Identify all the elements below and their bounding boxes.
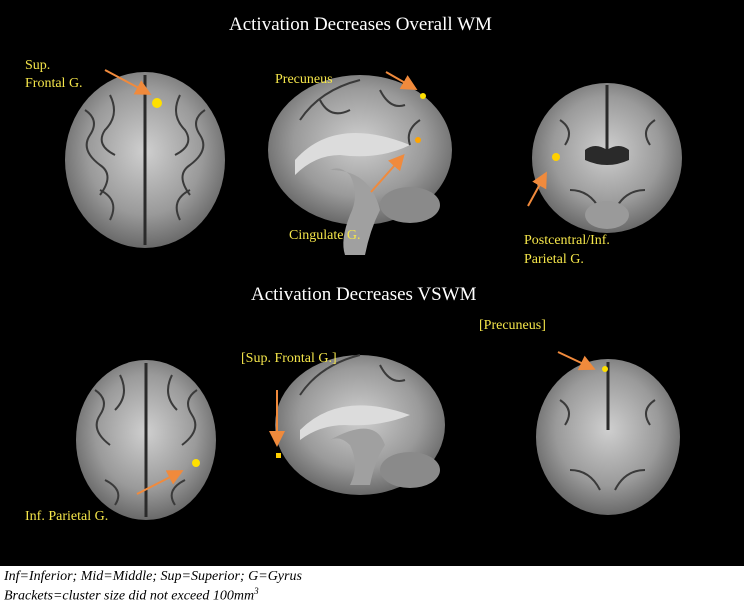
section-title-vswm: Activation Decreases VSWM: [251, 284, 477, 305]
label-postcentral-line1: Postcentral/Inf.: [524, 233, 610, 248]
label-bracket-sup-frontal-g: [Sup. Frontal G.]: [241, 351, 337, 366]
coronal-brain-top: [532, 83, 682, 233]
axial-brain-top: [65, 72, 225, 248]
sagittal-brain-top: [268, 75, 452, 255]
caption-brackets-text: Brackets=cluster size did not exceed 100…: [4, 588, 255, 604]
label-precuneus: Precuneus: [275, 72, 333, 87]
brain-images: [65, 69, 682, 520]
label-cingulate-g: Cingulate G.: [289, 228, 361, 243]
activation-blob: [192, 459, 200, 467]
activation-blob: [552, 153, 560, 161]
activation-blob: [420, 93, 426, 99]
section-title-overall-wm: Activation Decreases Overall WM: [229, 14, 492, 35]
label-inf-parietal-g: Inf. Parietal G.: [25, 509, 109, 524]
axial-brain-bottom: [76, 360, 216, 520]
arrows: [104, 69, 596, 495]
activation-blob: [276, 453, 281, 458]
caption-brackets: Brackets=cluster size did not exceed 100…: [4, 586, 259, 605]
label-postcentral-line2: Parietal G.: [524, 252, 584, 267]
label-sup-frontal-g-line1: Sup.: [25, 58, 51, 73]
caption-abbreviations: Inf=Inferior; Mid=Middle; Sup=Superior; …: [4, 569, 302, 584]
label-bracket-precuneus: [Precuneus]: [479, 318, 546, 333]
caption-superscript: 3: [254, 586, 259, 596]
activation-blob: [152, 98, 162, 108]
activation-blob: [415, 137, 421, 143]
coronal-brain-bottom: [536, 359, 680, 515]
brain-activation-figure: Activation Decreases Overall WM Activati…: [0, 0, 744, 566]
activation-blob: [602, 366, 608, 372]
label-sup-frontal-g-line2: Frontal G.: [25, 76, 83, 91]
sagittal-brain-bottom: [275, 354, 445, 495]
